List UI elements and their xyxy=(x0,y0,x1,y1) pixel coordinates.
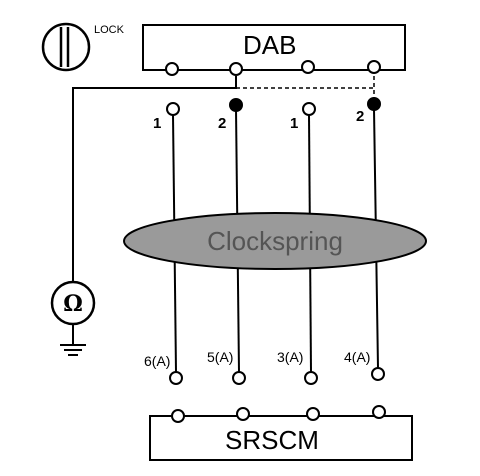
connector-label-4a: 4(A) xyxy=(344,349,370,365)
dab-box xyxy=(142,24,406,71)
clockspring-label: Clockspring xyxy=(207,226,343,256)
connector-label-3a: 3(A) xyxy=(277,349,303,365)
lock-switch-icon xyxy=(41,22,91,72)
ohmmeter-symbol: Ω xyxy=(63,291,83,317)
dab-terminals xyxy=(165,60,381,76)
pin-label-1: 1 xyxy=(153,115,161,132)
srscm-box-label: SRSCM xyxy=(225,425,319,455)
ground-icon xyxy=(60,344,86,356)
meter-lead-wire xyxy=(72,76,237,282)
wire-end-terminals xyxy=(169,367,385,385)
dab-pin-terminals xyxy=(166,97,381,116)
srscm-box xyxy=(149,415,413,461)
lock-label: LOCK xyxy=(94,24,125,36)
connector-label-6a: 6(A) xyxy=(144,353,170,369)
clockspring-ellipse xyxy=(123,212,427,270)
connector-label-5a: 5(A) xyxy=(207,349,233,365)
pin-terminal-1 xyxy=(166,102,180,116)
pin-terminal-3 xyxy=(302,102,316,116)
dab-box-label: DAB xyxy=(243,30,296,60)
pin-terminal-2 xyxy=(229,98,243,112)
pin-label-2: 2 xyxy=(218,115,226,132)
pin-label-4: 2 xyxy=(356,108,364,125)
pin-terminal-4 xyxy=(367,97,381,111)
srscm-terminals xyxy=(171,405,386,423)
pin-label-3: 1 xyxy=(290,115,298,132)
